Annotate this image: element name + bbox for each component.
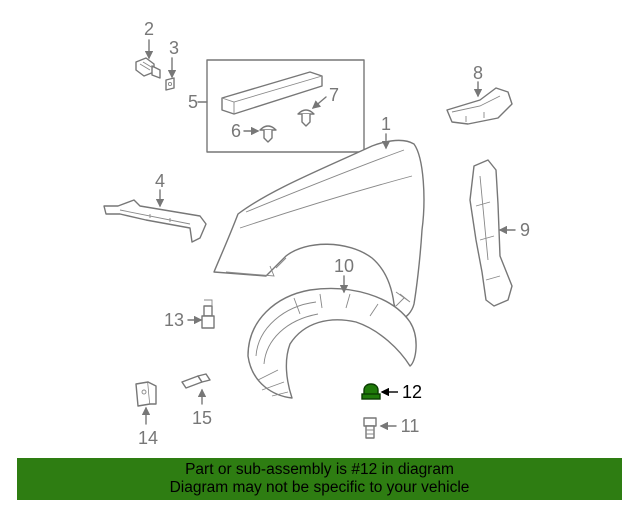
part-2-bolt[interactable] [135, 57, 161, 79]
part-7-clip[interactable] [297, 109, 315, 127]
banner-line-2: Diagram may not be specific to your vehi… [169, 479, 470, 496]
callout-8: 8 [473, 63, 483, 83]
leader-7 [311, 96, 327, 109]
callout-1: 1 [381, 114, 391, 134]
callout-15: 15 [192, 408, 212, 428]
callout-2: 2 [144, 19, 154, 39]
callout-14: 14 [138, 428, 158, 448]
part-8-bracket[interactable] [446, 87, 513, 125]
callout-10: 10 [334, 256, 354, 276]
callout-7: 7 [329, 85, 339, 105]
part-12-nut-highlighted[interactable] [361, 383, 381, 400]
part-11-bolt[interactable] [363, 417, 377, 439]
part-1-fender[interactable] [213, 139, 425, 321]
callout-5: 5 [188, 92, 198, 112]
callout-4: 4 [155, 171, 165, 191]
callout-3: 3 [169, 38, 179, 58]
part-6-clip[interactable] [259, 125, 277, 143]
callout-12: 12 [402, 382, 422, 402]
callout-11: 11 [401, 416, 420, 436]
part-9-side-bracket[interactable] [469, 159, 513, 307]
callout-6: 6 [231, 121, 241, 141]
part-4-fender-bracket[interactable] [103, 199, 207, 243]
callout-13: 13 [164, 310, 184, 330]
part-15-bolt[interactable] [181, 373, 211, 389]
part-3-clip[interactable] [165, 77, 175, 91]
part-10-fender-liner[interactable] [247, 287, 417, 399]
callout-9: 9 [520, 220, 530, 240]
info-banner: Part or sub-assembly is #12 in diagram D… [17, 458, 622, 500]
part-5-group-box [206, 59, 365, 153]
part-14-bracket[interactable] [135, 381, 157, 407]
part-5-moulding[interactable] [221, 71, 323, 115]
banner-line-1: Part or sub-assembly is #12 in diagram [185, 461, 454, 478]
part-13-bolt[interactable] [201, 299, 215, 329]
